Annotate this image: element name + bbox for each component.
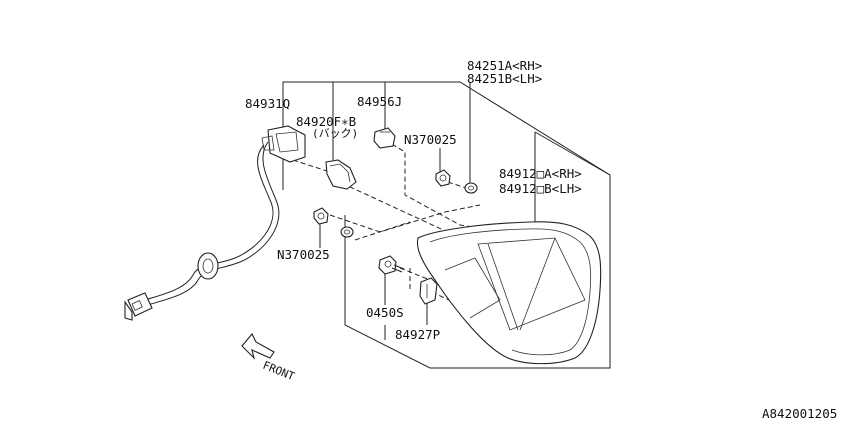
callout-bulb-note: (バック) (312, 127, 358, 140)
packing (419, 277, 438, 305)
upper-washer (464, 182, 478, 194)
callout-nut-lower: N370025 (277, 247, 330, 262)
callout-nut-upper: N370025 (404, 132, 457, 147)
callout-housing-lh: 84251B<LH> (467, 71, 542, 86)
lens-assembly (416, 221, 602, 365)
callout-packing: 84927P (395, 327, 440, 342)
front-label: FRONT (261, 359, 297, 384)
reference-code: A842001205 (762, 406, 837, 421)
screw (378, 255, 405, 275)
callout-labels: 84251A<RH> 84251B<LH> 84931Q 84956J 8492… (245, 58, 837, 421)
callout-screw: 0450S (366, 305, 404, 320)
lower-washer (340, 226, 354, 238)
callout-bulb: 84920F∗B (296, 114, 356, 129)
upper-nut (435, 169, 451, 187)
leader-lines (282, 82, 536, 340)
callout-housing-rh: 84251A<RH> (467, 58, 542, 73)
callout-lens-rh: 84912□A<RH> (499, 166, 582, 181)
bulb (325, 159, 357, 190)
lower-nut (313, 207, 329, 225)
callout-lens-lh: 84912□B<LH> (499, 181, 582, 196)
bulb-clip (373, 127, 396, 149)
callout-bulb-clip: 84956J (357, 94, 402, 109)
front-direction-arrow (241, 333, 275, 360)
socket-harness (124, 125, 306, 321)
housing-frame (282, 81, 611, 369)
callout-socket: 84931Q (245, 96, 290, 111)
